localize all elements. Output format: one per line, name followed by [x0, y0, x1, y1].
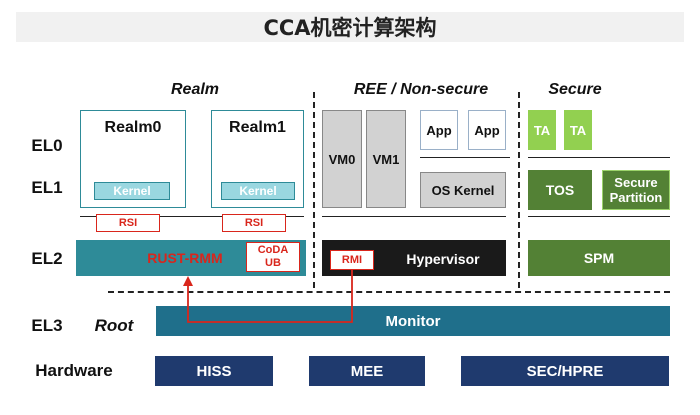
hypervisor-label: Hypervisor: [406, 251, 480, 267]
el-boundary-realm: [80, 216, 304, 217]
monitor-bar: Monitor: [156, 306, 670, 336]
title-bar: CCA机密计算架构: [16, 12, 684, 42]
realm0-kernel: Kernel: [94, 182, 170, 200]
label-el3: EL3: [31, 316, 63, 335]
realm0-rsi: RSI: [96, 214, 160, 232]
ta2-box: TA: [564, 110, 592, 150]
separator-ree-secure: [518, 92, 520, 288]
section-label-ree: REE / Non-secure: [353, 81, 489, 98]
rmi-box: RMI: [330, 250, 374, 270]
section-label-realm: Realm: [170, 81, 220, 98]
realm1-label: Realm1: [229, 119, 286, 136]
spm-bar: SPM: [528, 240, 670, 276]
label-el0: EL0: [31, 136, 63, 155]
page-title: CCA机密计算架构: [263, 16, 437, 40]
separator-realm-ree: [313, 92, 315, 288]
mee-box: MEE: [309, 356, 425, 386]
label-el1: EL1: [31, 178, 63, 197]
app2-box: App: [468, 110, 506, 150]
label-el2: EL2: [31, 249, 63, 268]
secure-partition-box: Secure Partition: [602, 170, 670, 210]
section-label-secure: Secure: [548, 81, 602, 98]
vm1-box: VM1: [366, 110, 406, 208]
realm1-rsi: RSI: [222, 214, 286, 232]
el-boundary-ree: [322, 216, 506, 217]
el-boundary-secure: [528, 216, 670, 217]
el2-el3-boundary: [108, 291, 670, 293]
label-hardware: Hardware: [35, 361, 113, 380]
realm1-kernel: Kernel: [221, 182, 295, 200]
hiss-box: HISS: [155, 356, 273, 386]
rust-rmm-label: RUST-RMM: [147, 250, 223, 266]
ta1-box: TA: [528, 110, 556, 150]
app1-box: App: [420, 110, 458, 150]
realm0-label: Realm0: [104, 119, 162, 136]
tos-box: TOS: [528, 170, 592, 210]
os-kernel-box: OS Kernel: [420, 172, 506, 208]
el0-el1-line-secure: [528, 157, 670, 158]
el0-el1-line-ree: [420, 157, 510, 158]
label-root: Root: [94, 316, 134, 335]
vm0-box: VM0: [322, 110, 362, 208]
coda-ub-box: CoDA UB: [246, 242, 300, 272]
rmi-path-arrowhead: [183, 276, 193, 286]
sec-hpre-box: SEC/HPRE: [461, 356, 669, 386]
